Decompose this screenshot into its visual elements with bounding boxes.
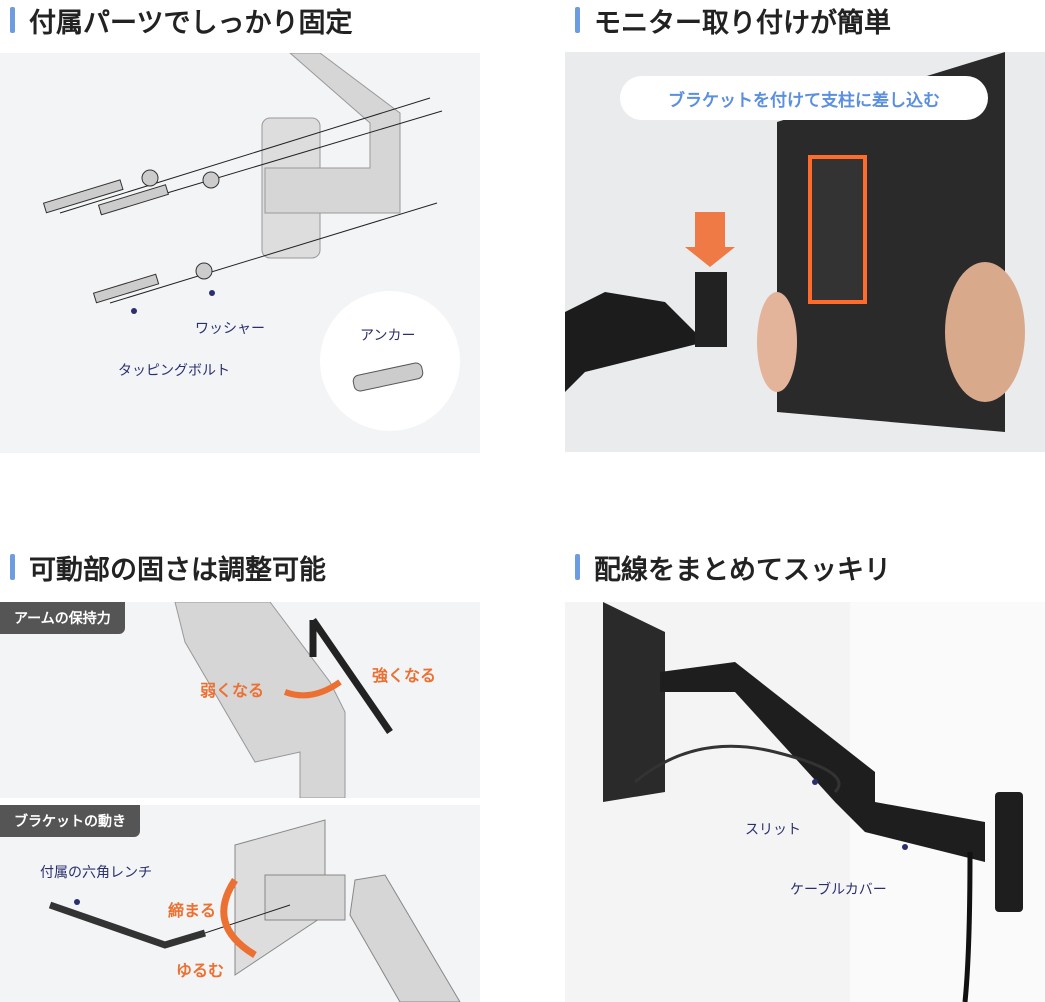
callout-bubble: ブラケットを付けて支柱に差し込む bbox=[620, 76, 988, 120]
section-title-parts: 付属パーツでしっかり固定 bbox=[10, 2, 353, 39]
section-title-mount: モニター取り付けが簡単 bbox=[575, 2, 891, 39]
slit-label: スリット bbox=[745, 822, 801, 838]
accent-bar bbox=[10, 554, 15, 580]
title-text: モニター取り付けが簡単 bbox=[594, 7, 891, 39]
section-title-adjust: 可動部の固さは調整可能 bbox=[10, 549, 326, 586]
accent-bar bbox=[10, 7, 15, 33]
wrench-label: 付属の六角レンチ bbox=[40, 865, 152, 881]
bolt-label: タッピングボルト bbox=[118, 363, 230, 379]
monitor-mount-photo: ブラケットを付けて支柱に差し込む bbox=[565, 52, 1045, 452]
bracket-movement-illustration: ブラケットの動き 付属の六角レンチ 締まる ゆるむ bbox=[0, 805, 480, 1002]
loosen-label: ゆるむ bbox=[176, 961, 225, 980]
accent-bar bbox=[575, 554, 580, 580]
title-text: 付属パーツでしっかり固定 bbox=[29, 7, 353, 39]
title-text: 可動部の固さは調整可能 bbox=[29, 554, 326, 586]
washer-label: ワッシャー bbox=[195, 321, 265, 337]
cable-cover-label: ケーブルカバー bbox=[790, 882, 887, 898]
title-text: 配線をまとめてスッキリ bbox=[594, 554, 891, 586]
weaker-label: 弱くなる bbox=[200, 681, 265, 700]
stronger-label: 強くなる bbox=[372, 666, 437, 685]
parts-illustration: ワッシャー タッピングボルト アンカー bbox=[0, 53, 480, 453]
bracket-movement-tag: ブラケットの動き bbox=[0, 805, 140, 837]
section-title-cable: 配線をまとめてスッキリ bbox=[575, 549, 891, 586]
cable-management-photo: スリット ケーブルカバー bbox=[565, 602, 1045, 1002]
arm-tension-illustration: アームの保持力 弱くなる 強くなる bbox=[0, 602, 480, 798]
tighten-label: 締まる bbox=[168, 901, 217, 920]
arm-tension-tag: アームの保持力 bbox=[0, 602, 125, 634]
anchor-label: アンカー bbox=[360, 328, 416, 344]
accent-bar bbox=[575, 7, 580, 33]
